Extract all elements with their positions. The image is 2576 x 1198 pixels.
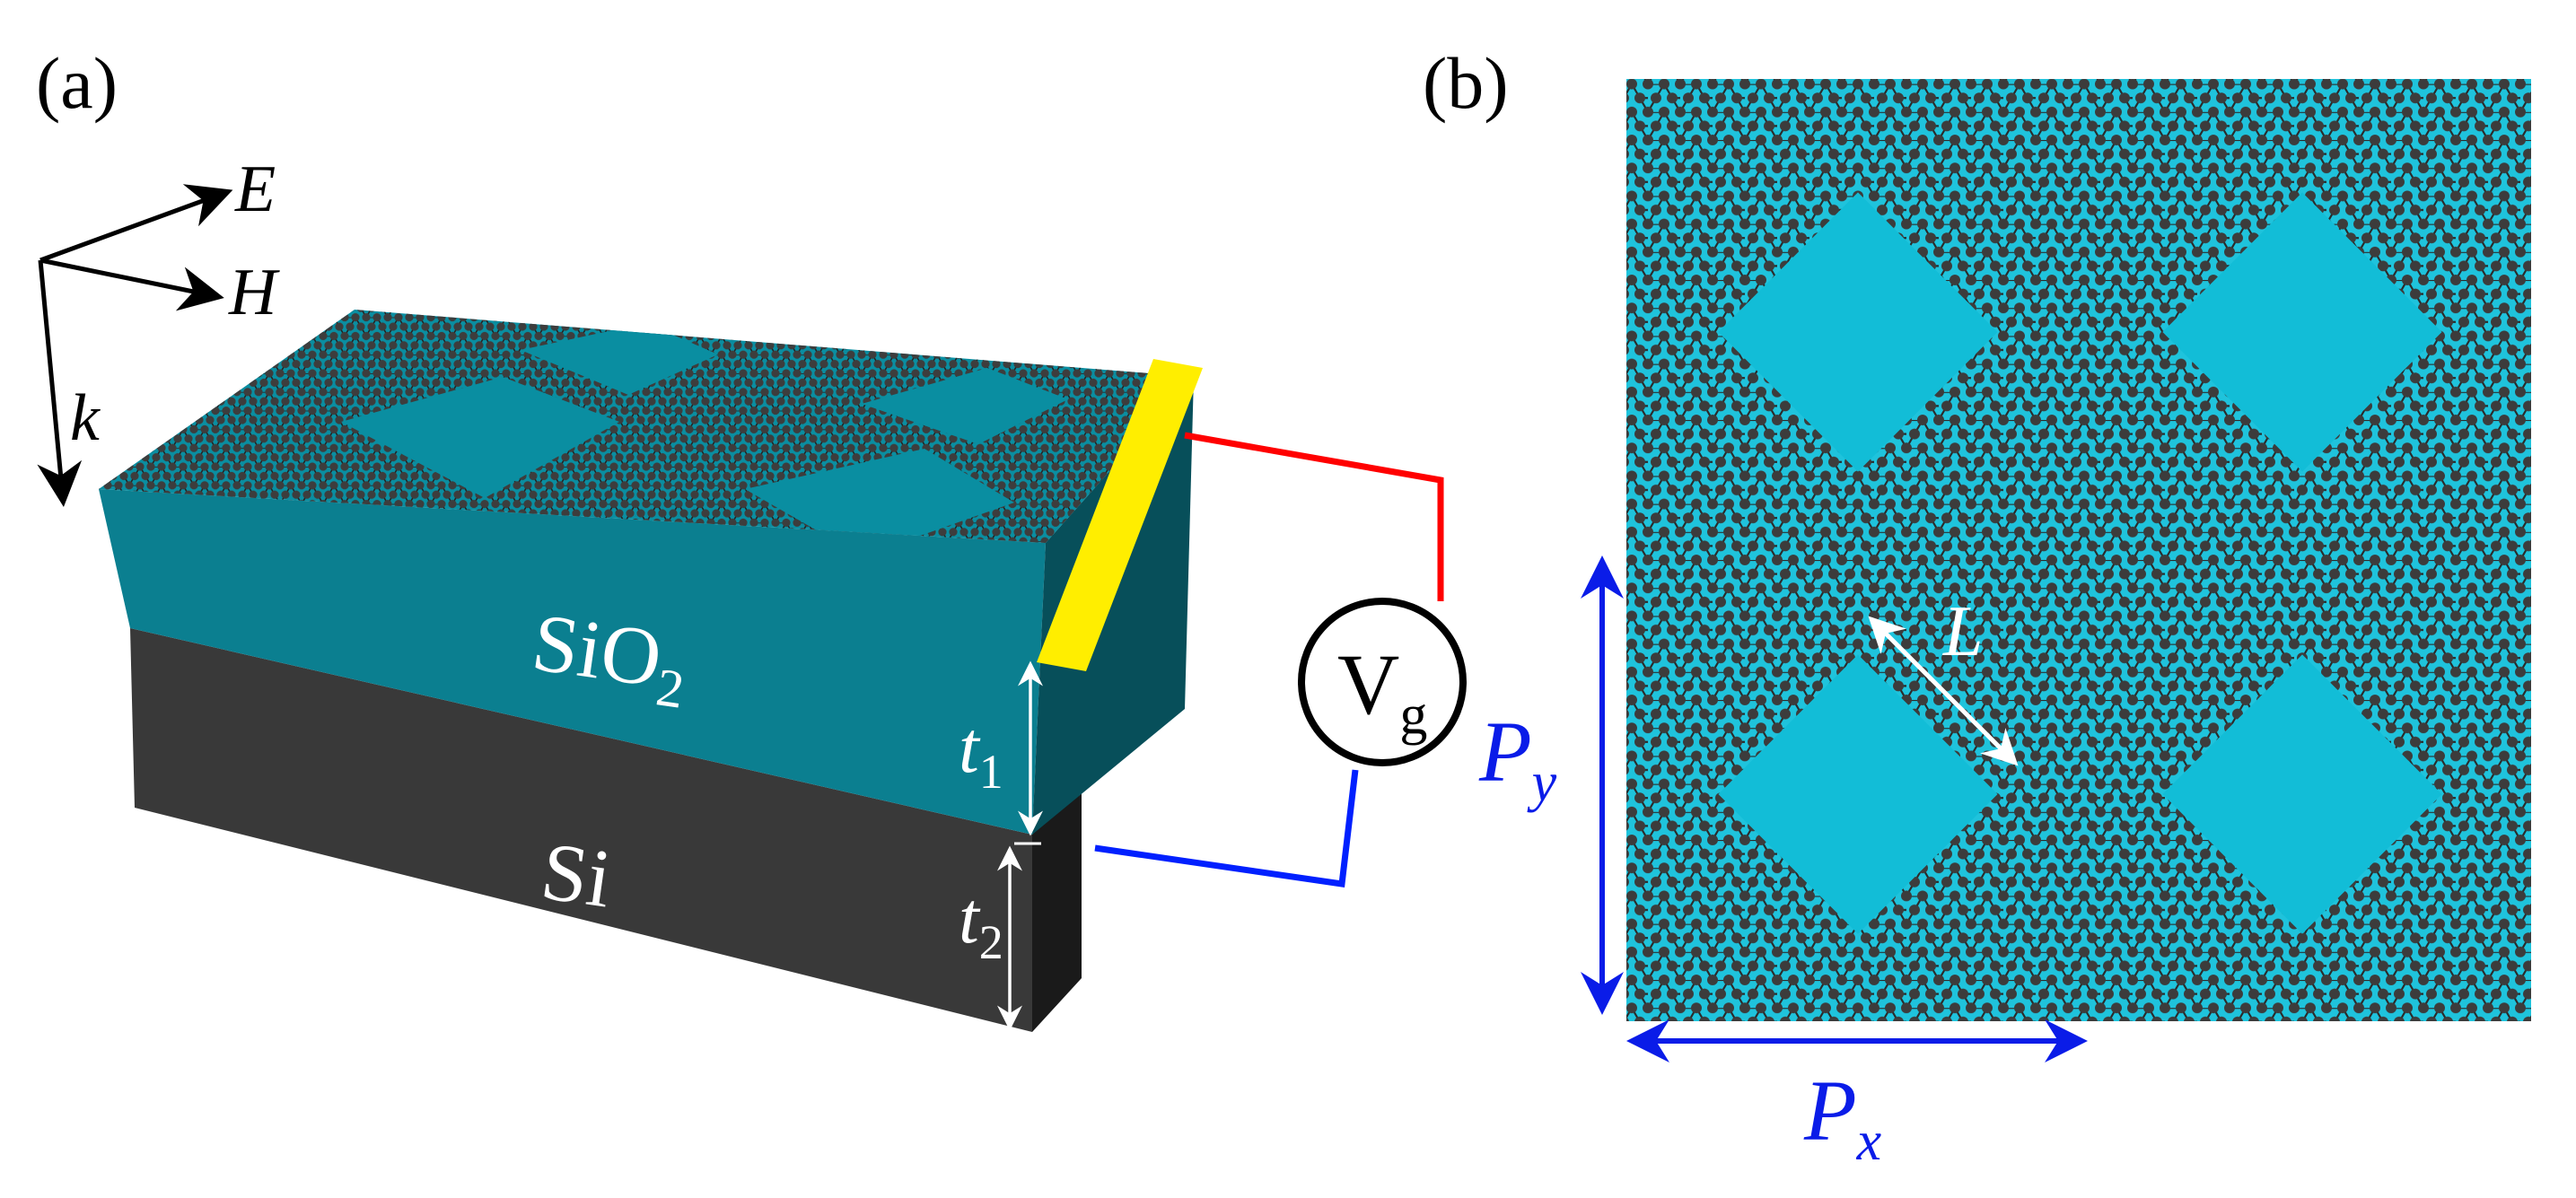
period-y-label: P [1478, 704, 1532, 800]
yellow-electrode [1037, 359, 1203, 671]
k-vector-arrow [37, 259, 83, 507]
h-field-label: H [228, 256, 280, 329]
panel-a: (a) E H k [36, 42, 1467, 1032]
e-field-label: E [234, 153, 276, 226]
sio2-front-face [99, 489, 1046, 835]
t1-label: t [959, 706, 981, 788]
k-vector-label: k [70, 381, 101, 455]
field-axes: E H k [37, 153, 280, 507]
t2-label: t [959, 877, 981, 958]
graphene-lattice-b [1626, 79, 2531, 1021]
voltage-label: V [1337, 636, 1399, 732]
svg-text:Py: Py [1478, 704, 1557, 813]
svg-text:Vg: Vg [1337, 636, 1427, 746]
hole-b-4 [2162, 654, 2442, 934]
period-x-label: P [1803, 1062, 1857, 1159]
side-length-label: L [1942, 592, 1984, 671]
si-layer [130, 628, 1082, 1032]
si-side-face [1032, 781, 1082, 1032]
e-field-arrow [39, 184, 233, 263]
svg-text:t1: t1 [959, 706, 1003, 799]
period-y-subscript: y [1527, 752, 1557, 813]
thickness-markers: t1 t2 [959, 660, 1043, 1031]
hole-b-1 [1718, 192, 1998, 472]
voltage-source-circle [1298, 598, 1467, 766]
panel-a-label: (a) [36, 42, 118, 124]
voltage-source: Vg [1298, 598, 1467, 766]
panel-b-label: (b) [1423, 42, 1509, 124]
hole-a-2 [521, 323, 718, 395]
hole-b-2 [2162, 192, 2442, 472]
svg-text:Px: Px [1803, 1062, 1882, 1172]
sio2-label: SiO [527, 596, 667, 704]
h-field-arrow [39, 258, 224, 311]
top-wire [1184, 432, 1444, 601]
si-front-face [130, 628, 1032, 1032]
bottom-wire [1094, 769, 1359, 888]
svg-text:t2: t2 [959, 877, 1003, 969]
period-x-subscript: x [1856, 1111, 1882, 1172]
hole-a-3 [745, 449, 1014, 543]
panel-b: (b) L Py Px [1423, 42, 2531, 1172]
t1-subscript: 1 [979, 745, 1003, 799]
svg-text:SiO2: SiO2 [525, 596, 693, 720]
si-label: Si [536, 825, 617, 925]
side-length-arrow [1868, 616, 2019, 766]
t2-subscript: 2 [979, 915, 1003, 969]
graphene-sheet-b [1626, 79, 2531, 1021]
hole-a-4 [862, 368, 1068, 444]
voltage-subscript: g [1399, 685, 1427, 746]
hole-a-1 [341, 377, 619, 498]
